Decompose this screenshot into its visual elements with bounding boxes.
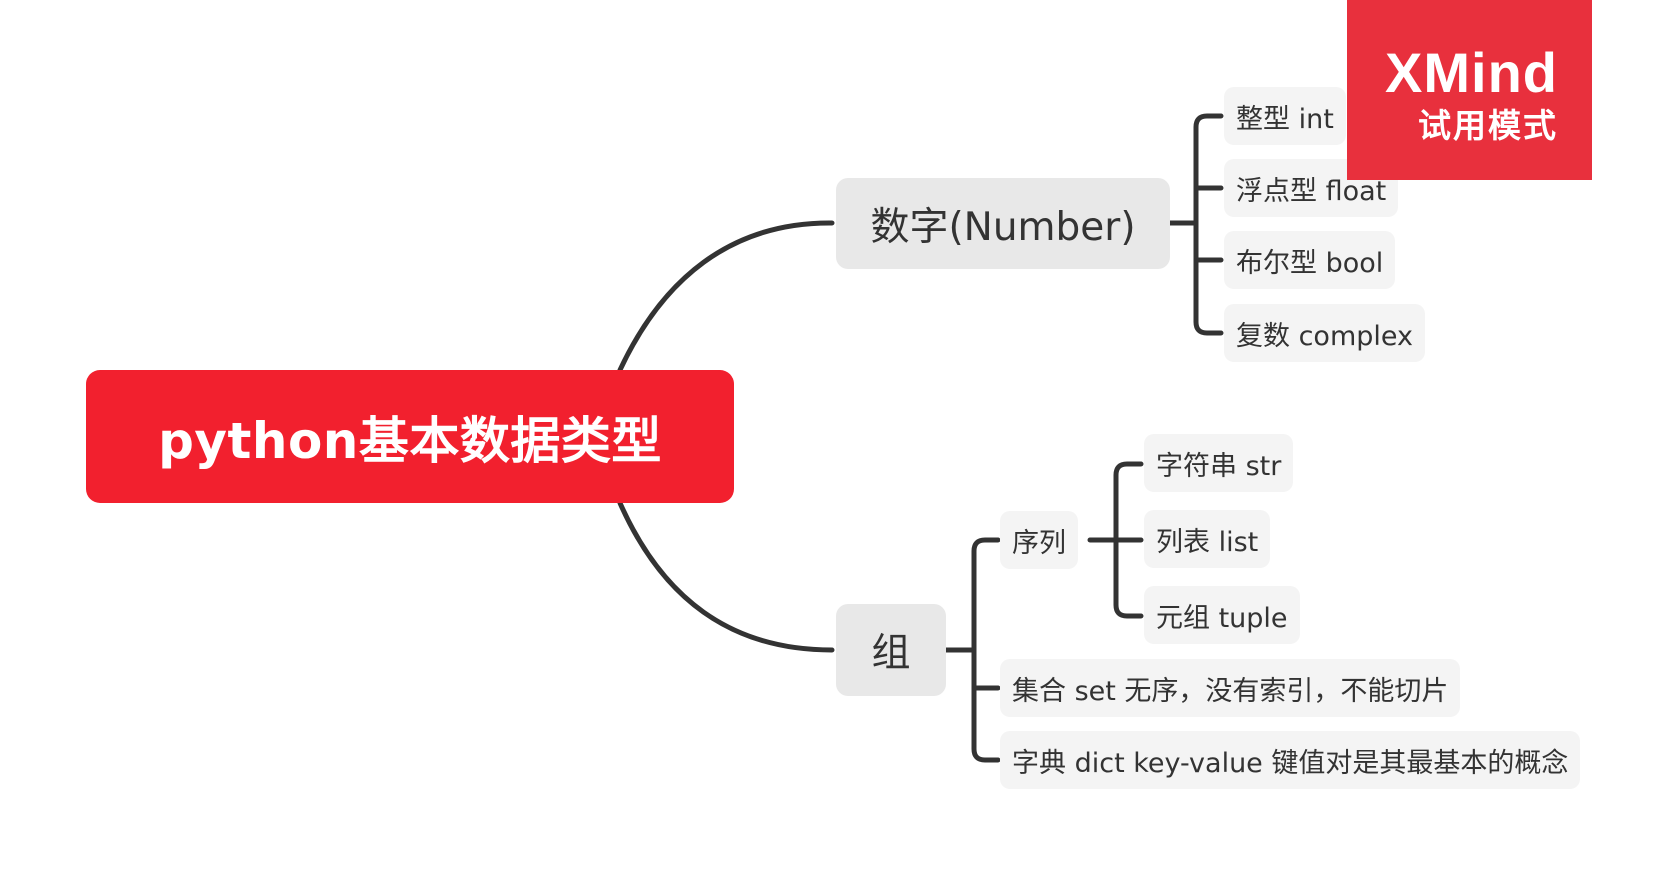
connector-number-bracket <box>1193 113 1224 336</box>
topic-set[interactable]: 集合 set 无序，没有索引，不能切片 <box>1000 659 1461 717</box>
topic-dict[interactable]: 字典 dict key-value 键值对是其最基本的概念 <box>1000 731 1581 789</box>
topic-str[interactable]: 字符串 str <box>1144 434 1294 492</box>
watermark-brand: XMind <box>1385 41 1558 104</box>
topic-float[interactable]: 浮点型 float <box>1224 159 1399 217</box>
topic-bool[interactable]: 布尔型 bool <box>1224 231 1396 289</box>
topic-sequence[interactable]: 序列 <box>1000 511 1078 569</box>
watermark-mode: 试用模式 <box>1418 107 1558 144</box>
connector-group-bracket <box>971 537 1001 763</box>
root-topic[interactable]: python基本数据类型 <box>86 370 734 503</box>
xmind-trial-watermark: XMind 试用模式 <box>1347 0 1592 180</box>
topic-list[interactable]: 列表 list <box>1144 510 1271 568</box>
connector-root-to-number <box>617 220 835 373</box>
topic-group[interactable]: 组 <box>836 604 946 696</box>
topic-complex[interactable]: 复数 complex <box>1224 304 1426 362</box>
topic-number[interactable]: 数字(Number) <box>836 178 1170 269</box>
topic-tuple[interactable]: 元组 tuple <box>1144 586 1300 644</box>
topic-int[interactable]: 整型 int <box>1224 87 1346 145</box>
connector-root-to-group <box>617 500 835 653</box>
